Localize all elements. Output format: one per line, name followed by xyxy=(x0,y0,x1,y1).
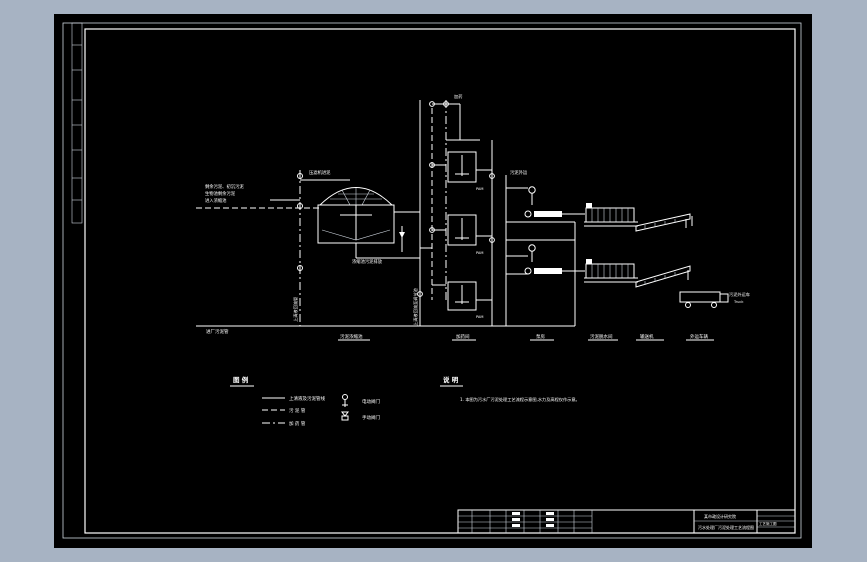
stage-pump: 泵房 xyxy=(536,333,545,340)
dosing-top-label: 加药 xyxy=(454,93,462,100)
feed-note: 压滤机进泥 xyxy=(309,169,331,176)
title-block: 某市政设计研究院 污水处理厂污泥处理工艺流程图 工艺施工图 xyxy=(457,509,796,534)
dosing-tank-1 xyxy=(447,151,492,183)
stage-truck: 外运车辆 xyxy=(690,333,708,340)
supernatant-label: 上清液回流管 xyxy=(292,297,299,322)
titleblock-company: 某市政设计研究院 xyxy=(704,513,736,519)
notes: 说 明 1. 本图为污水厂污泥处理工艺流程示意图,水力及高程仅作示意。 xyxy=(440,375,580,403)
outer-border xyxy=(62,22,802,539)
thickener-note: 浓缩池污泥排放 xyxy=(352,258,383,265)
truck-text: 污泥外运车 xyxy=(729,291,750,298)
tank-label-2: PAM xyxy=(476,251,484,255)
legend-valve-2: 手动阀门 xyxy=(362,414,380,421)
stage-thickener: 污泥浓缩池 xyxy=(340,333,363,340)
dosing-tank-3 xyxy=(447,281,492,311)
stage-conveyor: 输送机 xyxy=(640,333,654,340)
notes-title: 说 明 xyxy=(443,375,459,384)
legend-title: 图 例 xyxy=(233,375,249,384)
inflow-text-2: 生物池剩余污泥 xyxy=(205,190,236,197)
filter-press-2 xyxy=(584,259,638,283)
dosing-risers xyxy=(419,100,480,326)
inflow-text-3: 进入浓缩池 xyxy=(205,197,227,204)
thickener-tank xyxy=(317,187,420,244)
legend-item-1: 上清液及污泥管线 xyxy=(289,395,325,402)
tank-label-1: PAM xyxy=(476,187,484,191)
overflow-note: 上清液回流至调节池 xyxy=(412,287,419,326)
titleblock-title: 污水处理厂污泥处理工艺流程图 xyxy=(698,524,754,530)
notes-line-1: 1. 本图为污水厂污泥处理工艺流程示意图,水力及高程仅作示意。 xyxy=(460,396,580,403)
drawing-sheet xyxy=(54,14,812,548)
conveyor-1 xyxy=(635,213,693,232)
feed-pump-2 xyxy=(524,244,585,275)
tank-label-3: PAM xyxy=(476,315,484,319)
inner-border xyxy=(84,28,796,534)
feed-pump-1 xyxy=(524,186,585,218)
stage-labels: 污泥浓缩池 加药间 泵房 污泥脱水间 输送机 外运车辆 xyxy=(338,333,714,341)
pipe-sludge-in-label: 进厂污泥管 xyxy=(206,328,229,335)
truck-sub: Truck xyxy=(733,300,744,304)
inflow-lines xyxy=(196,170,350,326)
legend-item-2: 污 泥 管 xyxy=(289,407,306,414)
legend: 图 例 上清液及污泥管线 污 泥 管 加 药 管 电动阀门 手动阀门 xyxy=(230,375,380,427)
inflow-text-1: 剩余污泥、初沉污泥 xyxy=(205,183,244,190)
titleblock-code: 工艺施工图 xyxy=(759,521,777,526)
stage-dewater: 污泥脱水间 xyxy=(590,333,613,340)
electric-valve-icon xyxy=(342,394,348,400)
stage-dosing: 加药间 xyxy=(456,333,470,340)
manual-valve-icon xyxy=(341,411,349,417)
check-valve-icon xyxy=(399,232,405,238)
legend-item-3: 加 药 管 xyxy=(289,420,306,427)
filter-press-1 xyxy=(584,203,638,227)
pump-header xyxy=(491,140,576,326)
pump-header-label: 污泥外运 xyxy=(510,169,528,176)
truck-icon xyxy=(679,291,729,308)
dosing-tank-2 xyxy=(447,214,492,246)
conveyor-2 xyxy=(635,265,691,288)
legend-valve-1: 电动阀门 xyxy=(362,398,380,405)
binding-strip xyxy=(71,22,83,224)
